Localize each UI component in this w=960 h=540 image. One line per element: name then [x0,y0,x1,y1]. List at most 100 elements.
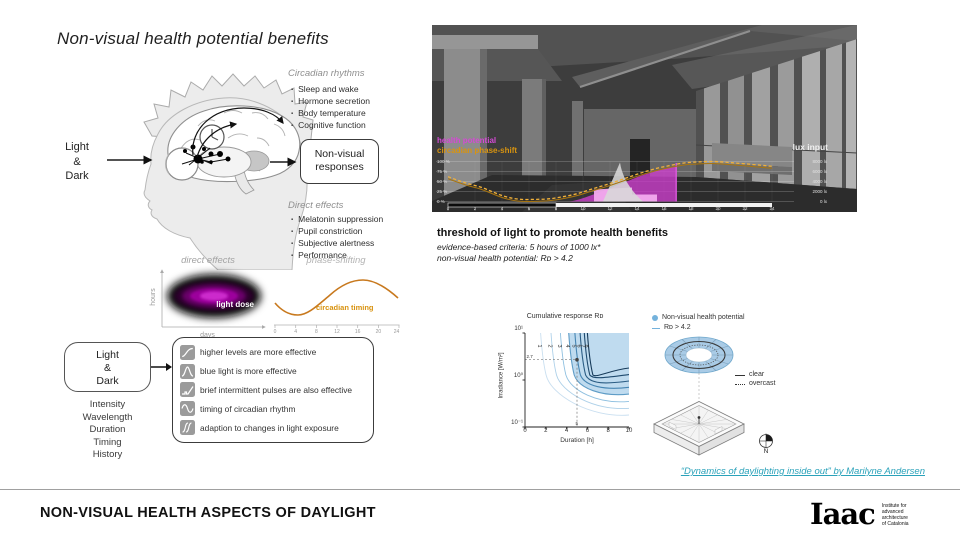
iaac-logo-text: Iaac [810,497,876,531]
lux-input-legend: lux input [792,142,828,152]
sigmoid-curve-icon [180,344,195,360]
effect-row: blue light is more effective [180,363,373,379]
clear-legend: clear [735,371,764,379]
contour-xlabel: Duration [h] [560,437,594,444]
ytick-10e1: 10¹ [514,326,523,332]
dotted-line-icon [735,383,745,385]
phase-shifting-chart-title: phase-shifting [306,255,366,266]
svg-text:5: 5 [570,344,576,347]
double-sigmoid-icon [180,420,195,436]
solid-line-icon [735,374,745,376]
contour-ylabel: Irradiance [W/m²] [498,352,505,399]
svg-text:1: 1 [536,344,542,347]
hour-ticks [447,208,773,211]
corridor-rendering [432,25,857,212]
svg-text:24: 24 [394,329,400,335]
direct-effects-heading: Direct effects [288,200,344,211]
x-ticks [274,325,400,328]
light-dose-blob [167,274,261,318]
contour-lines [540,332,630,416]
svg-text:8: 8 [583,344,589,347]
overcast-legend: overcast [735,380,775,388]
light-dark-box: Light & Dark [64,342,151,392]
ytick-10e0: 10⁰ [513,373,523,379]
svg-text:6: 6 [576,344,582,347]
scn-pathway [181,107,284,166]
sine-curve-icon [180,401,195,417]
direct-effects-list: Melatonin suppression Pupil constriction… [291,214,383,262]
citation-link[interactable]: “Dynamics of daylighting inside out” by … [680,466,925,477]
reference-point [575,357,579,362]
svg-text:2.7: 2.7 [527,354,534,359]
circadian-rhythms-heading: Circadian rhythms [288,68,365,79]
light-dose-label: light dose [216,300,254,309]
axes [522,332,630,430]
light-effects-box: higher levels are more effective blue li… [172,337,374,443]
svg-text:12: 12 [334,329,340,335]
daylight-triangle [603,162,643,202]
overcast-ring [679,344,719,366]
effect-row: higher levels are more effective [180,344,373,360]
head-profile-figure [107,73,314,270]
svg-text:7: 7 [580,344,586,347]
light-factors-list: Intensity Wavelength Duration Timing His… [82,399,133,461]
circadian-rhythms-list: Sleep and wake Hormone secretion Body te… [291,84,370,132]
non-visual-responses-box: Non-visual responses [300,139,379,184]
clock-icon [199,124,225,150]
effect-row: timing of circadian rhythm [180,401,373,417]
circadian-timing-curve [274,279,399,316]
bell-curve-icon [180,363,195,379]
contour-chart-title: Cumulative response Rᴅ [526,313,604,320]
threshold-heading: threshold of light to promote health ben… [437,227,668,239]
phase-shift-legend: circadian phase-shift [437,146,518,155]
clear-ring [672,340,726,370]
iaac-logo-caption: Institute for advanced architecture of C… [881,503,909,527]
north-label: N [763,448,769,455]
svg-text:16: 16 [355,329,361,335]
ytick-10e-1: 10⁻¹ [511,420,523,426]
brainstem-shape [233,169,255,195]
contour-chart: 1 2 3 4 5 6 7 8 2.7 5 [522,332,630,430]
iaac-logo: Iaac Institute for advanced architecture… [810,497,909,531]
polar-legend-line: Rᴅ > 4.2 [652,324,691,332]
polar-building-drawing [653,336,773,456]
footer-divider [0,489,960,490]
light-dose-chart-title: direct effects [181,255,235,266]
phase-shift-curve-solid [447,162,773,203]
circadian-timing-label: circadian timing [316,303,374,312]
svg-text:4: 4 [294,329,297,335]
svg-text:20: 20 [376,329,382,335]
contour-figure: Cumulative response Rᴅ 1 2 3 4 5 6 7 [495,310,640,456]
polar-figure: Non-visual health potential Rᴅ > 4.2 [645,310,810,460]
polar-donut [664,336,734,374]
reference-labels: 2.7 5 [527,354,579,426]
building-plan [653,401,745,456]
legend-line-icon [652,327,660,329]
threshold-criteria: evidence-based criteria: 5 hours of 1000… [437,242,601,252]
effect-row: brief intermittent pulses are also effec… [180,382,373,398]
svg-text:3: 3 [556,344,562,347]
hours-axis-label: hours [150,288,157,306]
svg-text:4: 4 [564,344,570,347]
phase-shift-curve-dashed [447,160,773,201]
factors-arrow [151,363,172,371]
legend-dot-icon [652,315,658,321]
effect-row: adaption to changes in light exposure [180,420,373,436]
compass-icon [759,433,773,449]
polar-legend-fill: Non-visual health potential [652,314,745,322]
reference-lines [525,359,578,427]
day-bar [556,203,772,207]
overlay-chart [436,160,794,211]
threshold-potential: non-visual health potential: Rᴅ > 4.2 [437,253,573,263]
light-dark-label: Light & Dark [65,141,89,182]
phase-shifting-chart: 0 4 8 12 16 20 24 [274,279,400,335]
svg-text:8: 8 [315,329,318,335]
footer-title: NON-VISUAL HEALTH ASPECTS OF DAYLIGHT [40,505,376,521]
days-axis-label: days [200,332,215,339]
svg-text:5: 5 [576,421,579,426]
svg-text:0: 0 [274,329,277,335]
pulse-curve-icon [180,382,195,398]
svg-text:2: 2 [546,344,552,347]
light-dose-chart [160,269,266,329]
